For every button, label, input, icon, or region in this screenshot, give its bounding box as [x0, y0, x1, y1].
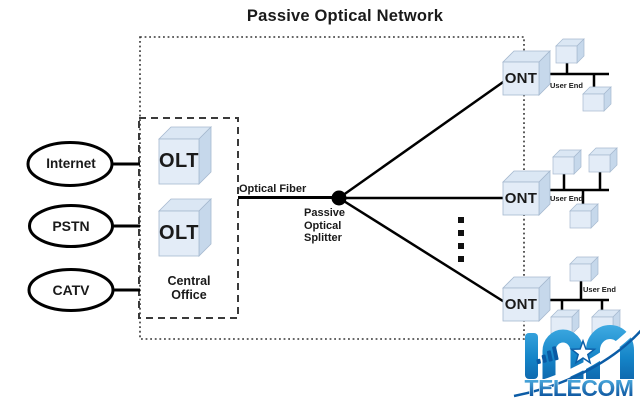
- logo-swoosh-blue: [513, 329, 640, 398]
- source-label-internet: Internet: [46, 156, 96, 171]
- central-office-label: Central Office: [149, 274, 229, 302]
- ont-cube-2: [502, 170, 551, 216]
- ont-cube-3: [502, 276, 551, 322]
- logo-swoosh-white: [511, 317, 640, 395]
- pstn-ellipse: [28, 204, 114, 248]
- central-office-dashed-box: [138, 117, 239, 319]
- splitter-line-1: Passive: [304, 207, 345, 219]
- internet-ellipse: [26, 141, 114, 187]
- star-icon: [569, 338, 597, 365]
- user-cube: [582, 86, 612, 112]
- fan-line-to-ont-3: [338, 196, 507, 305]
- logo-arch-left: [542, 329, 584, 379]
- ont-label-2: ONT: [504, 190, 538, 207]
- user-cube: [550, 309, 580, 335]
- olt-cube-2: [158, 198, 212, 257]
- central-office-line-1: Central: [167, 274, 211, 288]
- cube-front-face: [158, 138, 200, 185]
- fan-line-to-ont-1: [338, 78, 507, 200]
- telecom-logo: TELECOM: [511, 317, 640, 400]
- olt-label-2: OLT: [159, 222, 200, 244]
- optical-fiber-label: Optical Fiber: [239, 183, 307, 195]
- user-cube: [569, 203, 599, 229]
- passive-optical-splitter-label: Passive Optical Splitter: [304, 207, 345, 245]
- cube-front-face: [502, 287, 540, 322]
- logo-bar: [525, 333, 538, 379]
- central-office-line-2: Office: [171, 288, 207, 302]
- signal-bars-icon: [536, 346, 559, 365]
- user-end-label-3: User End: [583, 285, 616, 294]
- user-cube: [552, 149, 582, 175]
- user-cube: [569, 256, 599, 282]
- splitter-line-2: Optical: [304, 219, 342, 232]
- cube-front-face: [158, 210, 200, 257]
- diagram-title: Passive Optical Network: [246, 7, 444, 25]
- olt-label-1: OLT: [159, 150, 200, 172]
- source-label-pstn: PSTN: [52, 218, 90, 234]
- user-cube: [555, 38, 585, 64]
- more-onts-ellipsis: [458, 217, 464, 262]
- source-label-catv: CATV: [52, 282, 90, 298]
- ont-label-1: ONT: [504, 70, 538, 87]
- splitter-line-3: Splitter: [304, 232, 342, 244]
- user-end-cubes: [550, 38, 621, 335]
- logo-wordmark: TELECOM: [525, 375, 634, 400]
- ont-cube-1: [502, 50, 551, 96]
- cube-front-face: [502, 61, 540, 96]
- user-end-label-1: User End: [550, 81, 583, 90]
- user-cube: [588, 147, 618, 173]
- user-end-label-2: User End: [550, 194, 583, 203]
- olt-cube-1: [158, 126, 212, 185]
- cube-front-face: [502, 181, 540, 216]
- ont-label-3: ONT: [504, 296, 538, 313]
- catv-ellipse: [27, 268, 115, 312]
- splitter-dot: [331, 190, 347, 206]
